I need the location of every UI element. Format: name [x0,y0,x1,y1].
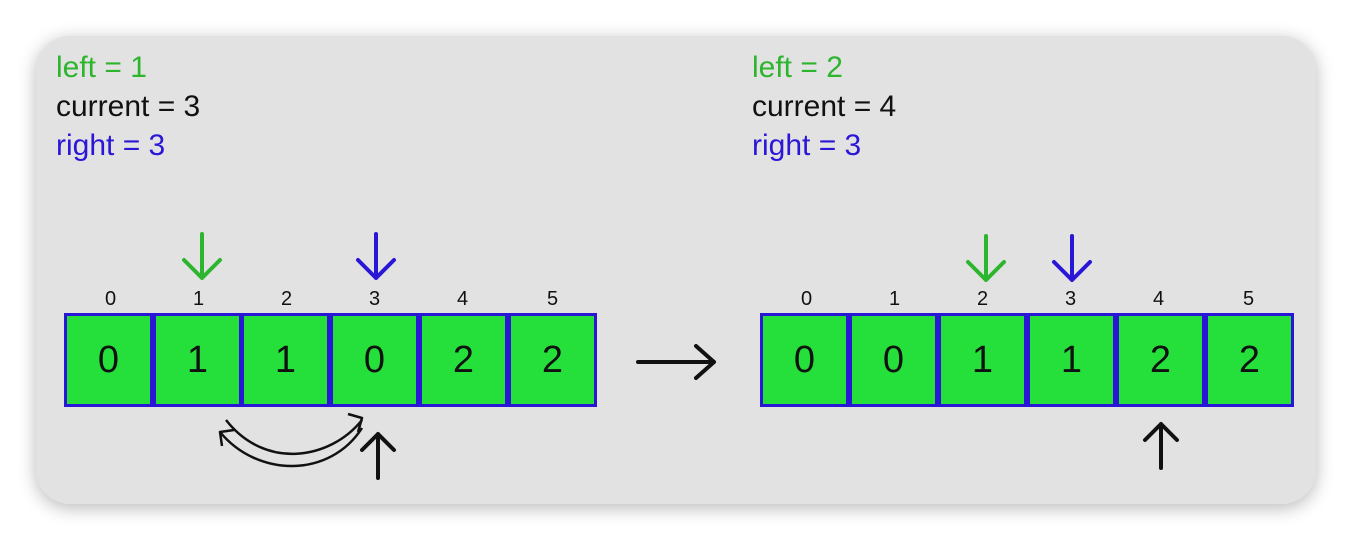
current-pointer-label: current = 3 [56,90,201,123]
array-cell: 0 [330,313,419,407]
left-state-labels: left = 1 current = 3 right = 3 [56,48,200,165]
left-pointer-label: left = 1 [56,51,147,84]
right-pointer-arrow-down-icon [356,232,396,280]
array-index: 3 [368,288,381,310]
array-cell: 0 [760,313,849,407]
transition-arrow-icon [636,344,716,380]
array-index: 3 [1064,288,1077,310]
array-cell: 1 [241,313,330,407]
array-cell: 1 [1027,313,1116,407]
array-cell: 2 [1205,313,1294,407]
array-index: 4 [1152,288,1165,310]
array-index: 2 [280,288,293,310]
array-index: 5 [1242,288,1255,310]
right-pointer-label: right = 3 [752,129,862,162]
current-pointer-label: current = 4 [752,90,897,123]
current-pointer-arrow-up-icon [1143,422,1179,470]
array-index: 2 [976,288,989,310]
array-index: 0 [104,288,117,310]
array-index: 4 [456,288,469,310]
array-index: 0 [800,288,813,310]
right-pointer-arrow-down-icon [1052,234,1092,282]
left-pointer-arrow-down-icon [182,232,222,280]
left-pointer-label: left = 2 [752,51,843,84]
array-cell: 0 [64,313,153,407]
right-state-labels: left = 2 current = 4 right = 3 [752,48,896,165]
right-pointer-label: right = 3 [56,129,166,162]
array-cell: 2 [419,313,508,407]
array-cell: 0 [849,313,938,407]
diagram-panel [36,36,1316,504]
array-index: 5 [546,288,559,310]
array-index: 1 [888,288,901,310]
array-cell: 2 [1116,313,1205,407]
array-index: 1 [192,288,205,310]
array-cell: 1 [153,313,242,407]
left-pointer-arrow-down-icon [966,234,1006,282]
array-cell: 2 [508,313,597,407]
array-cell: 1 [938,313,1027,407]
current-pointer-arrow-up-icon [360,432,396,480]
